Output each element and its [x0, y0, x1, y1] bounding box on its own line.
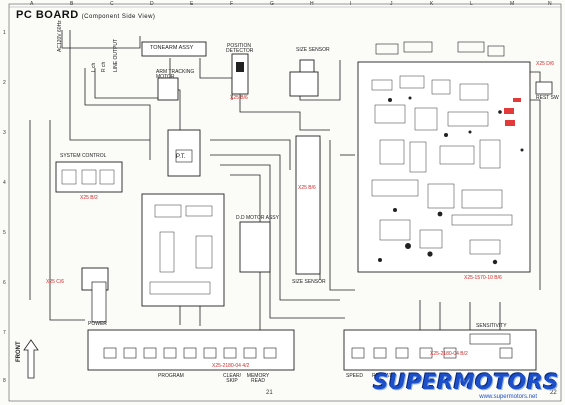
column-letter: E: [190, 1, 194, 7]
line-output-label: LINE OUTPUT: [113, 38, 119, 72]
ref-code-bottom-left: X25-2180-04 4/2: [212, 363, 250, 369]
watermark-url: www.supermotors.net: [479, 394, 537, 400]
clear-skip-label: CLEAR/ SKIP: [222, 373, 242, 384]
program-label: PROGRAM: [158, 373, 184, 379]
column-letter: K: [430, 1, 434, 7]
front-label: FRONT: [16, 341, 22, 362]
column-letter: J: [390, 1, 393, 7]
ref-code-left-bottom: X25 C/6: [46, 279, 65, 285]
row-number: 5: [3, 230, 6, 236]
sensitivity-label: SENSITIVITY: [476, 323, 507, 329]
watermark-brand: SUPERMOTORS: [373, 370, 559, 394]
ref-code-main: X25-1570-10 B/6: [464, 275, 502, 281]
tonearm-label: TONEARM ASSY: [150, 45, 194, 51]
power-input-label: AC120V 60Hz: [57, 20, 63, 52]
power-label: POWER: [88, 321, 107, 327]
ref-code-position-detector: X25 B/6: [230, 95, 248, 101]
ref-code-center: X25 B/6: [298, 185, 316, 191]
page-number-right: 22: [550, 390, 557, 396]
lch-label: L ch: [91, 62, 97, 72]
row-number: 6: [3, 280, 6, 286]
column-letter: F: [230, 1, 234, 7]
repeat-label: REPEAT: [372, 373, 392, 379]
page-number-left: 21: [266, 390, 273, 396]
ref-code-bottom-right: X25-2180-04 B/2: [430, 351, 468, 357]
column-letter: L: [470, 1, 473, 7]
ref-code-upper-right: X25 D/6: [536, 61, 555, 67]
column-letter: N: [548, 1, 552, 7]
memory-read-label: MEMORY READ: [246, 373, 270, 384]
ref-code-system: X25 B/2: [80, 195, 98, 201]
arm-motor-label: ARM TRACKING MOTOR: [156, 69, 195, 80]
rch-label: R ch: [101, 61, 107, 72]
column-letter: A: [30, 1, 34, 7]
column-letter: C: [110, 1, 114, 7]
row-number: 7: [3, 330, 6, 336]
column-letter: D: [150, 1, 154, 7]
dd-motor-label: D.D MOTOR ASSY: [236, 215, 279, 221]
rest-sw-label: REST SW: [536, 95, 559, 101]
column-letter: G: [270, 1, 274, 7]
row-number: 2: [3, 80, 6, 86]
row-number: 8: [3, 378, 6, 384]
speed-label: SPEED: [346, 373, 363, 379]
row-number: 4: [3, 180, 6, 186]
row-number: 1: [3, 30, 6, 36]
size-sensor-top-label: SIZE SENSOR: [296, 47, 330, 53]
system-control-label: SYSTEM CONTROL: [60, 153, 107, 159]
row-number: 3: [3, 130, 6, 136]
pt-label: P.T.: [176, 154, 186, 160]
size-sensor-bottom-label: SIZE SENSOR: [292, 279, 326, 285]
column-letter: M: [510, 1, 515, 7]
column-letter: I: [350, 1, 352, 7]
column-letter: B: [70, 1, 74, 7]
position-detector-label: POSITION DETECTOR: [226, 43, 254, 54]
page-title: PC BOARD(Component Side View): [16, 9, 156, 21]
column-letter: H: [310, 1, 314, 7]
